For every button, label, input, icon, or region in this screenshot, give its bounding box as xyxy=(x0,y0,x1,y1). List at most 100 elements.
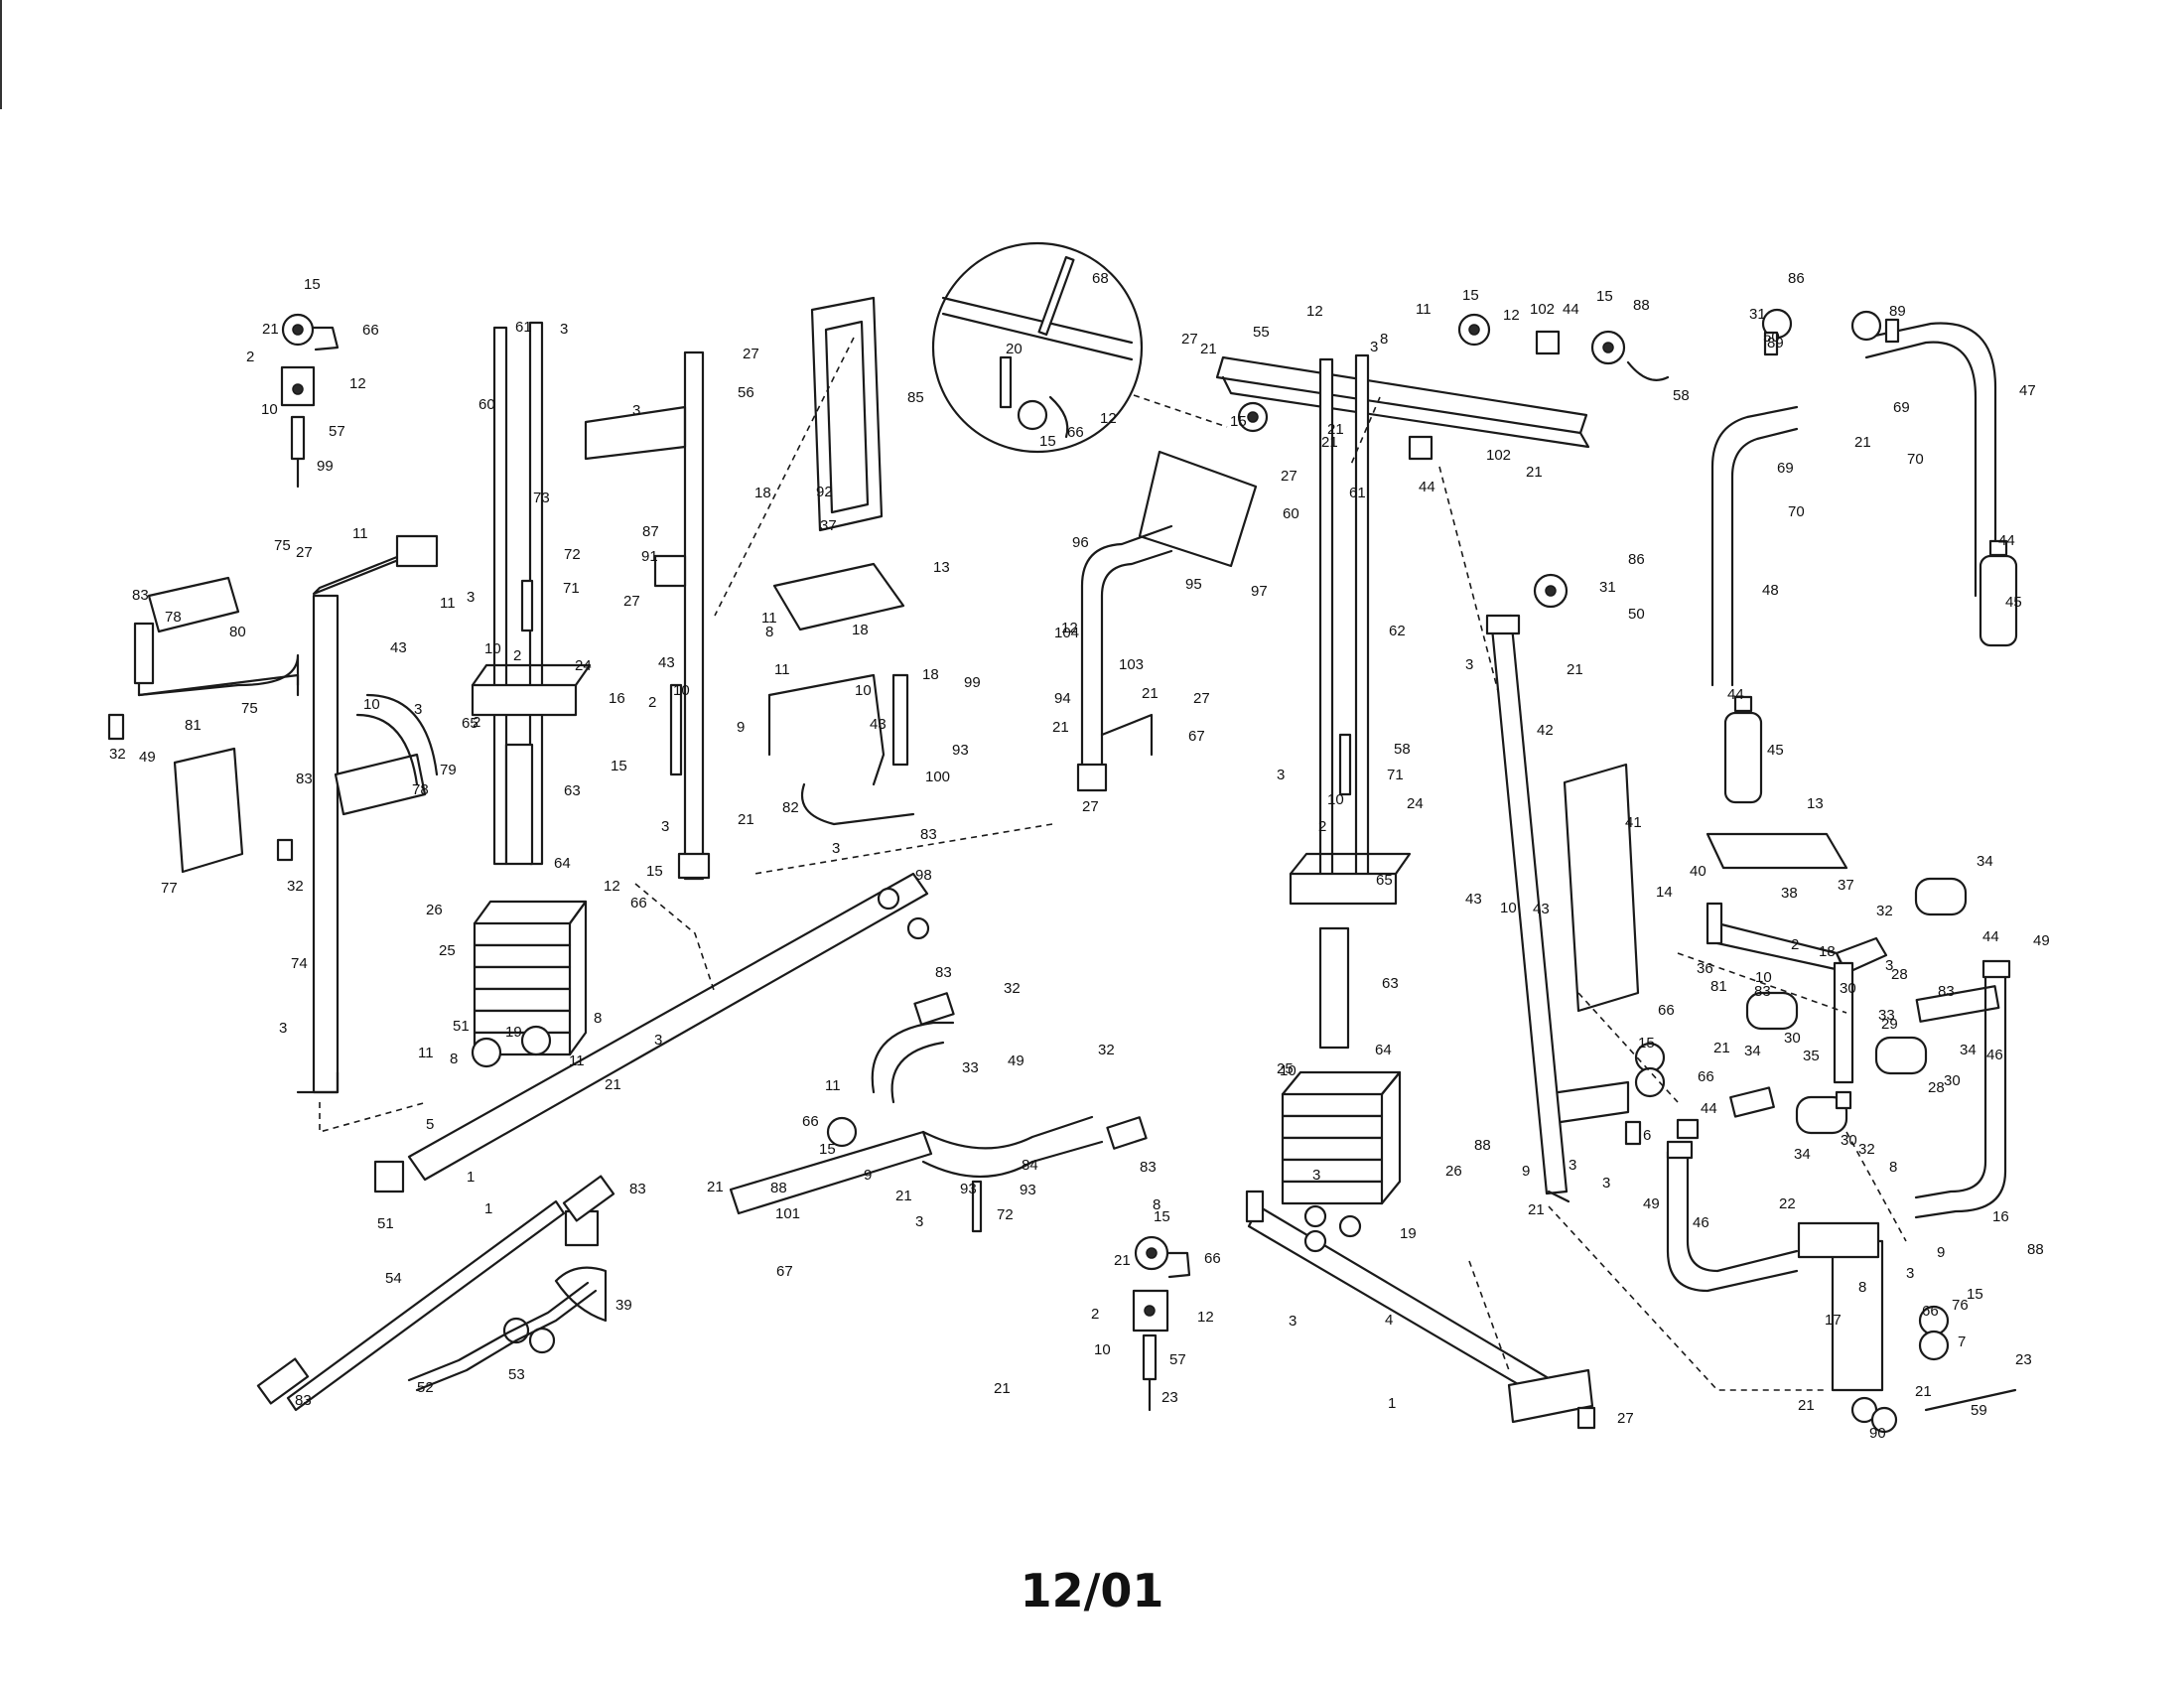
part-callout-74: 74 xyxy=(291,955,308,972)
part-callout-2: 2 xyxy=(1791,936,1799,953)
part-callout-27: 27 xyxy=(1617,1410,1634,1427)
part-callout-90: 90 xyxy=(1869,1425,1886,1442)
part-callout-51: 51 xyxy=(453,1018,470,1035)
part-callout-58: 58 xyxy=(1394,741,1411,758)
part-callout-15: 15 xyxy=(1638,1035,1655,1052)
part-callout-11: 11 xyxy=(440,595,456,612)
part-callout-12: 12 xyxy=(1100,410,1117,427)
right-weight-tower xyxy=(1281,353,1412,1205)
part-callout-3: 3 xyxy=(560,321,568,338)
part-callout-83: 83 xyxy=(935,964,952,981)
part-callout-12: 12 xyxy=(349,375,366,392)
part-callout-27: 27 xyxy=(296,544,313,561)
part-callout-66: 66 xyxy=(1658,1002,1675,1019)
part-callout-81: 81 xyxy=(1710,978,1727,995)
part-callout-10: 10 xyxy=(484,640,501,657)
part-callout-39: 39 xyxy=(615,1297,632,1314)
part-callout-18: 18 xyxy=(1819,943,1836,960)
part-callout-46: 46 xyxy=(1986,1047,2003,1063)
part-callout-32: 32 xyxy=(1876,903,1893,919)
part-callout-23: 23 xyxy=(1161,1389,1178,1406)
part-callout-43: 43 xyxy=(1465,891,1482,908)
part-callout-21: 21 xyxy=(994,1380,1011,1397)
part-callout-41: 41 xyxy=(1625,814,1642,831)
part-callout-45: 45 xyxy=(1767,742,1784,759)
part-callout-21: 21 xyxy=(1798,1397,1815,1414)
part-callout-88: 88 xyxy=(2027,1241,2044,1258)
part-callout-9: 9 xyxy=(1522,1163,1530,1180)
part-callout-3: 3 xyxy=(1602,1175,1610,1192)
part-callout-98: 98 xyxy=(915,867,932,884)
part-callout-62: 62 xyxy=(1389,623,1406,639)
part-callout-25: 25 xyxy=(439,942,456,959)
part-callout-16: 16 xyxy=(1992,1208,2009,1225)
part-callout-64: 64 xyxy=(554,855,571,872)
part-callout-101: 101 xyxy=(775,1205,800,1222)
part-callout-83: 83 xyxy=(296,771,313,787)
part-callout-88: 88 xyxy=(770,1180,787,1196)
part-callout-2: 2 xyxy=(648,694,656,711)
part-callout-50: 50 xyxy=(1628,606,1645,623)
part-callout-43: 43 xyxy=(658,654,675,671)
part-callout-12: 12 xyxy=(1197,1309,1214,1326)
part-callout-32: 32 xyxy=(109,746,126,763)
part-callout-15: 15 xyxy=(1039,433,1056,450)
part-callout-67: 67 xyxy=(776,1263,793,1280)
part-callout-61: 61 xyxy=(515,319,532,336)
part-callout-44: 44 xyxy=(1982,928,1999,945)
part-callout-8: 8 xyxy=(1153,1196,1160,1213)
part-callout-10: 10 xyxy=(1327,791,1344,808)
part-callout-11: 11 xyxy=(352,525,368,542)
part-callout-36: 36 xyxy=(1697,960,1713,977)
part-callout-15: 15 xyxy=(304,276,321,293)
part-callout-15: 15 xyxy=(611,758,627,774)
part-callout-21: 21 xyxy=(1526,464,1543,481)
part-callout-60: 60 xyxy=(478,396,495,413)
part-callout-35: 35 xyxy=(1803,1048,1820,1064)
part-callout-77: 77 xyxy=(161,880,178,897)
front-upright-column xyxy=(584,296,884,881)
part-callout-9: 9 xyxy=(737,719,745,736)
part-callout-83: 83 xyxy=(132,587,149,604)
part-callout-8: 8 xyxy=(765,624,773,640)
part-callout-9: 9 xyxy=(864,1167,872,1184)
part-callout-33: 33 xyxy=(1878,1007,1895,1024)
part-drawings xyxy=(107,241,2018,1434)
top-crossbar xyxy=(1215,313,1670,461)
part-callout-43: 43 xyxy=(1533,901,1550,917)
part-callout-8: 8 xyxy=(1858,1279,1866,1296)
seat-assembly-center xyxy=(767,562,915,826)
part-number-callouts: 1112222222333333333333333333456788888889… xyxy=(109,270,2050,1442)
part-callout-21: 21 xyxy=(1528,1201,1545,1218)
part-callout-3: 3 xyxy=(654,1032,662,1049)
part-callout-28: 28 xyxy=(1891,966,1908,983)
part-callout-48: 48 xyxy=(1762,582,1779,599)
part-callout-34: 34 xyxy=(1977,853,1993,870)
part-callout-44: 44 xyxy=(1563,301,1579,318)
part-callout-18: 18 xyxy=(922,666,939,683)
part-callout-38: 38 xyxy=(1781,885,1798,902)
part-callout-16: 16 xyxy=(609,690,625,707)
revision-date-code: 12/01 xyxy=(1020,1564,1164,1617)
scan-edge-mark xyxy=(0,0,2,109)
part-callout-85: 85 xyxy=(907,389,924,406)
part-callout-15: 15 xyxy=(1596,288,1613,305)
part-callout-3: 3 xyxy=(1465,656,1473,673)
part-callout-100: 100 xyxy=(925,769,950,785)
part-callout-66: 66 xyxy=(1067,424,1084,441)
part-callout-60: 60 xyxy=(1283,505,1299,522)
part-callout-93: 93 xyxy=(1020,1182,1036,1198)
part-callout-18: 18 xyxy=(754,485,771,501)
part-callout-32: 32 xyxy=(287,878,304,895)
part-callout-71: 71 xyxy=(1387,767,1404,783)
part-callout-30: 30 xyxy=(1784,1030,1801,1047)
part-callout-19: 19 xyxy=(505,1024,522,1041)
part-callout-78: 78 xyxy=(412,781,429,798)
part-callout-7: 7 xyxy=(1958,1333,1966,1350)
part-callout-15: 15 xyxy=(1967,1286,1983,1303)
part-callout-8: 8 xyxy=(1380,331,1388,348)
part-callout-27: 27 xyxy=(623,593,640,610)
part-callout-21: 21 xyxy=(262,321,279,338)
